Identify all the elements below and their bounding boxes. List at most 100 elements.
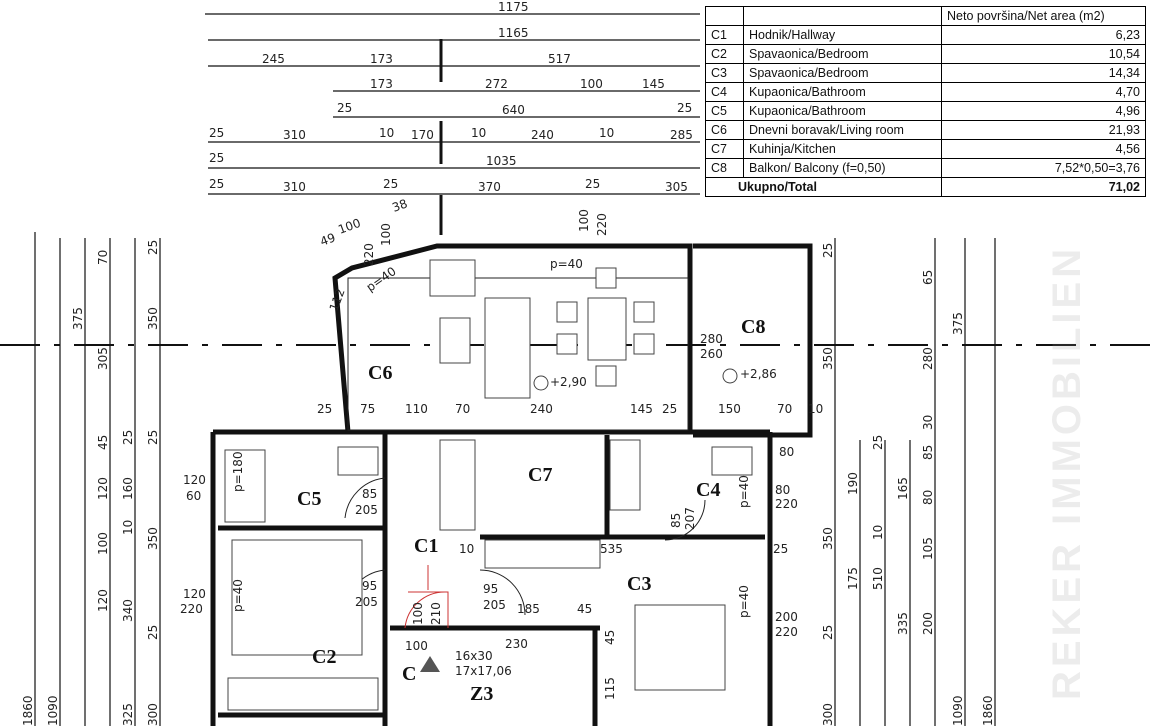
room-area: 4,96 — [941, 101, 1146, 121]
annotation: 95 — [483, 582, 498, 596]
dim-label: 160 — [121, 477, 135, 500]
dim-label: 105 — [921, 537, 935, 560]
room-area: 14,34 — [941, 63, 1146, 83]
total-value: 71,02 — [941, 177, 1146, 197]
dim-label: 10 — [379, 126, 394, 140]
annotation: p=40 — [737, 475, 751, 508]
dim-label: 350 — [146, 527, 160, 550]
annotation: 110 — [405, 402, 428, 416]
dim-label: 325 — [121, 703, 135, 726]
dim-label: 310 — [283, 180, 306, 194]
room-area: 10,54 — [941, 44, 1146, 64]
annotation: 85 — [669, 513, 683, 528]
annotation: 17x17,06 — [455, 664, 512, 678]
dim-label: 240 — [531, 128, 554, 142]
room-label-c: C — [402, 663, 416, 685]
annotation: 100 — [379, 223, 393, 246]
dim-label: 70 — [96, 250, 110, 265]
room-label-c7: C7 — [528, 464, 552, 486]
annotation: 45 — [603, 630, 617, 645]
room-area: 7,52*0,50=3,76 — [941, 158, 1146, 178]
annotation: 220 — [775, 497, 798, 511]
annotation: 260 — [700, 347, 723, 361]
dim-label: 120 — [96, 477, 110, 500]
room-label-c2: C2 — [312, 646, 336, 668]
dim-label: 370 — [478, 180, 501, 194]
annotation: 150 — [718, 402, 741, 416]
dim-label: 375 — [71, 307, 85, 330]
dim-label: 65 — [921, 270, 935, 285]
dim-label: 310 — [283, 128, 306, 142]
annotation: 25 — [317, 402, 332, 416]
dim-label: 1035 — [486, 154, 517, 168]
room-code: C5 — [705, 101, 744, 121]
dim-label: 120 — [96, 589, 110, 612]
annotation: 207 — [683, 507, 697, 530]
furniture — [224, 259, 753, 711]
annotation: p=40 — [737, 585, 751, 618]
walls — [210, 243, 813, 726]
dim-label: 517 — [548, 52, 571, 66]
annotation: 205 — [483, 598, 506, 612]
annotation: 85 — [362, 487, 377, 501]
dim-label: 350 — [821, 527, 835, 550]
annotation: 70 — [455, 402, 470, 416]
annotation: 220 — [775, 625, 798, 639]
room-label-c6: C6 — [368, 362, 392, 384]
dim-label: 30 — [921, 415, 935, 430]
dim-label: 170 — [411, 128, 434, 142]
annotation: 45 — [577, 602, 592, 616]
room-code: C6 — [705, 120, 744, 140]
room-code: C2 — [705, 44, 744, 64]
level-mark: +2,90 — [550, 375, 587, 389]
room-name: Kuhinja/Kitchen — [743, 139, 942, 159]
dim-label: 350 — [146, 307, 160, 330]
annotation: 210 — [429, 602, 443, 625]
top-dimension-labels: 1175 1165 245 173 517 173 272 100 145 25… — [209, 0, 693, 194]
annotation: 220 — [362, 243, 376, 266]
annotation: 10 — [808, 402, 823, 416]
room-code: C4 — [705, 82, 744, 102]
annotation: 185 — [517, 602, 540, 616]
room-code: C8 — [705, 158, 744, 178]
annotation: 80 — [779, 445, 794, 459]
right-dimension-labels: 25 65 375 350 280 30 25 85 190 165 80 35… — [821, 243, 995, 726]
dim-label: 25 — [821, 243, 835, 258]
annotation: p=180 — [231, 451, 245, 492]
annotation: 120 — [183, 587, 206, 601]
dim-label: 10 — [121, 520, 135, 535]
annotation: 200 — [775, 610, 798, 624]
dim-label: 510 — [871, 567, 885, 590]
dim-label: 25 — [821, 625, 835, 640]
dim-label: 375 — [951, 312, 965, 335]
dim-label: 305 — [96, 347, 110, 370]
room-name: Balkon/ Balcony (f=0,50) — [743, 158, 942, 178]
annotation: 38 — [390, 196, 409, 214]
dim-label: 245 — [262, 52, 285, 66]
room-name: Hodnik/Hallway — [743, 25, 942, 45]
annotation: 95 — [362, 579, 377, 593]
annotation: 25 — [662, 402, 677, 416]
dim-label: 1090 — [46, 695, 60, 726]
dim-label: 340 — [121, 599, 135, 622]
dim-label: 300 — [821, 703, 835, 726]
dim-label: 25 — [146, 240, 160, 255]
left-dimension-labels: 375 350 305 70 25 45 25 25 120 160 10 10… — [21, 240, 160, 726]
dim-label: 300 — [146, 703, 160, 726]
dim-label: 1165 — [498, 26, 529, 40]
dim-label: 25 — [871, 435, 885, 450]
annotation: 75 — [360, 402, 375, 416]
north-arrow-icon — [420, 656, 440, 672]
dim-label: 190 — [846, 472, 860, 495]
annotation: p=40 — [550, 257, 583, 271]
annotation: 230 — [505, 637, 528, 651]
dim-label: 100 — [96, 532, 110, 555]
room-label-c1: C1 — [414, 535, 438, 557]
dim-label: 280 — [921, 347, 935, 370]
dim-label: 10 — [599, 126, 614, 140]
